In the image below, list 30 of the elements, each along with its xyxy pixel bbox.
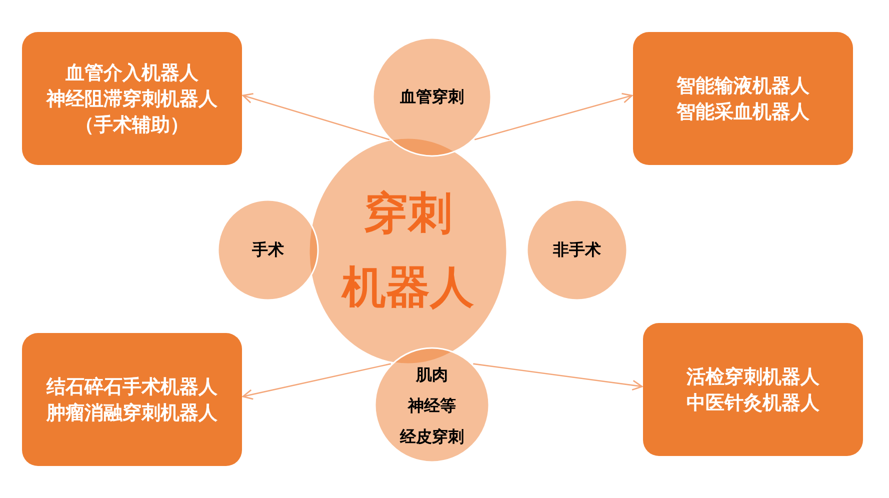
arrow [242, 93, 390, 140]
topic-circle [374, 347, 490, 463]
category-box [22, 32, 242, 165]
box-text: 智能输液机器人 [676, 74, 810, 98]
arrow [473, 363, 643, 391]
arrow [474, 92, 633, 140]
topic-circle [526, 199, 628, 301]
arrow [242, 363, 391, 400]
title-text: 穿刺 [364, 192, 452, 236]
topic-circle [217, 199, 319, 301]
box-text: 血管介入机器人 [66, 60, 198, 86]
box-text: 智能采血机器人 [676, 100, 810, 124]
box-text: （手术辅助） [75, 112, 189, 138]
title-text: 机器人 [342, 266, 474, 310]
box-text: 活检穿刺机器人 [686, 364, 820, 390]
circle-label: 经皮穿刺 [400, 426, 464, 448]
circle-label: 非手术 [553, 240, 601, 260]
category-box [633, 32, 853, 165]
box-text: 肿瘤消融穿刺机器人 [46, 400, 218, 426]
topic-circle [372, 37, 492, 157]
box-text: 中医针灸机器人 [686, 390, 820, 416]
circle-label: 神经等 [408, 394, 456, 416]
circle-label: 手术 [252, 240, 284, 260]
box-text: 神经阻滞穿刺机器人 [46, 86, 218, 112]
center-circle [308, 137, 508, 365]
category-box [22, 333, 242, 466]
category-box [643, 323, 863, 456]
circle-label: 肌肉 [416, 364, 448, 386]
circle-label: 血管穿刺 [400, 87, 464, 107]
box-text: 结石碎石手术机器人 [46, 374, 218, 400]
